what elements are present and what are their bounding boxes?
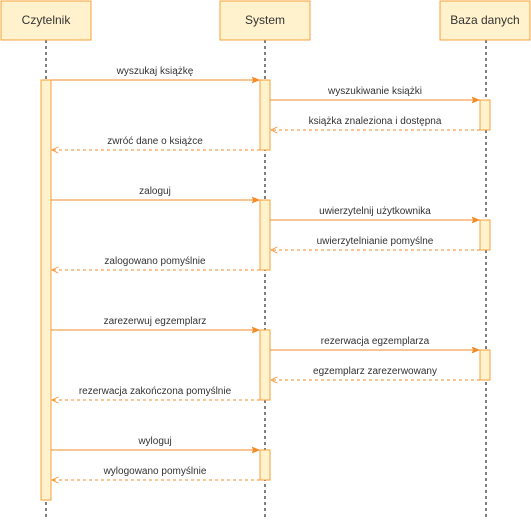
message-zalogowano-pomyslnie[interactable]: zalogowano pomyślnie: [52, 256, 260, 270]
message-label: zaloguj: [139, 186, 171, 197]
message-wyszukiwanie-ksiazki[interactable]: wyszukiwanie książki: [270, 86, 479, 100]
message-uwierzytelnij[interactable]: uwierzytelnij użytkownika: [270, 206, 479, 220]
message-label: uwierzytelnianie pomyślne: [317, 236, 434, 247]
message-label: egzemplarz zarezerwowany: [313, 366, 437, 377]
activation-baza-2: [479, 219, 491, 251]
participant-baza-danych[interactable]: Baza danych: [439, 0, 531, 41]
activation-system-4: [259, 449, 271, 481]
participant-label-baza-danych: Baza danych: [450, 13, 519, 27]
message-label: uwierzytelnij użytkownika: [319, 206, 431, 217]
message-egzemplarz-zarezerwowany[interactable]: egzemplarz zarezerwowany: [271, 366, 480, 380]
message-rezerwacja-egzemplarza[interactable]: rezerwacja egzemplarza: [270, 336, 479, 350]
participant-label-czytelnik: Czytelnik: [22, 13, 72, 27]
message-label: zarezerwuj egzemplarz: [104, 316, 207, 327]
message-label: zalogowano pomyślnie: [104, 256, 206, 267]
message-label: wylogowano pomyślnie: [103, 466, 207, 477]
message-wylogowano-pomyslnie[interactable]: wylogowano pomyślnie: [52, 466, 260, 480]
message-rezerwacja-zakonczona[interactable]: rezerwacja zakończona pomyślnie: [52, 386, 260, 400]
message-ksiazka-znaleziona[interactable]: książka znaleziona i dostępna: [271, 116, 480, 130]
participant-system[interactable]: System: [219, 0, 311, 41]
message-label: zwróć dane o książce: [107, 136, 203, 147]
activation-system-3: [259, 329, 271, 401]
activation-baza-3: [479, 349, 491, 381]
message-wyloguj[interactable]: wyloguj: [51, 436, 259, 450]
message-label: rezerwacja egzemplarza: [321, 336, 430, 347]
activation-system-1: [259, 79, 271, 151]
participant-label-system: System: [245, 13, 285, 27]
message-wyszukaj-ksiazke[interactable]: wyszukaj książkę: [51, 66, 259, 80]
activation-baza-1: [479, 99, 491, 131]
message-label: wyszukiwanie książki: [327, 86, 422, 97]
message-zaloguj[interactable]: zaloguj: [51, 186, 259, 200]
participant-czytelnik[interactable]: Czytelnik: [0, 0, 92, 41]
message-zwroc-dane[interactable]: zwróć dane o książce: [52, 136, 260, 150]
message-label: wyloguj: [137, 436, 171, 447]
activation-czytelnik: [40, 79, 52, 501]
message-uwierzytelnianie-pomyslne[interactable]: uwierzytelnianie pomyślne: [271, 236, 480, 250]
message-label: książka znaleziona i dostępna: [309, 116, 442, 127]
message-label: wyszukaj książkę: [116, 66, 194, 77]
activation-system-2: [259, 199, 271, 271]
message-zarezerwuj-egzemplarz[interactable]: zarezerwuj egzemplarz: [51, 316, 259, 330]
message-label: rezerwacja zakończona pomyślnie: [79, 386, 232, 397]
